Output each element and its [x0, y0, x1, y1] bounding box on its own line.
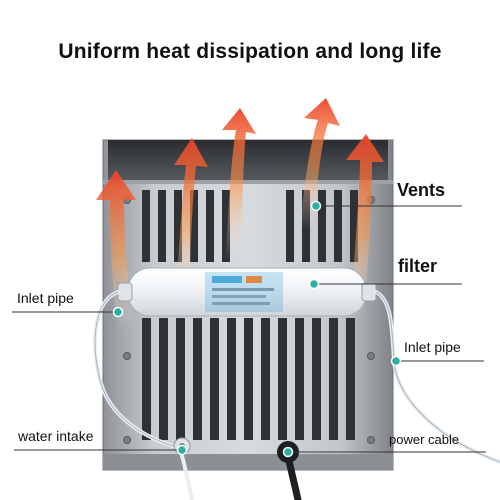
water-pipe-outlines [94, 291, 500, 463]
callout-leader-lines [12, 205, 486, 453]
headline: Uniform heat dissipation and long life [58, 40, 442, 63]
callout-filter: filter [398, 256, 438, 276]
callout-inlet-pipe-left: Inlet pipe [17, 290, 74, 306]
callout-inlet-pipe-right: Inlet pipe [404, 339, 461, 355]
callout-vents: Vents [397, 180, 446, 200]
callout-power-cable: power cable [389, 432, 460, 447]
vent-grille-lower [142, 318, 355, 440]
filter-cartridge [117, 267, 377, 317]
callout-water-intake: water intake [18, 428, 94, 444]
callout-pointer-dot-icon [112, 200, 402, 458]
